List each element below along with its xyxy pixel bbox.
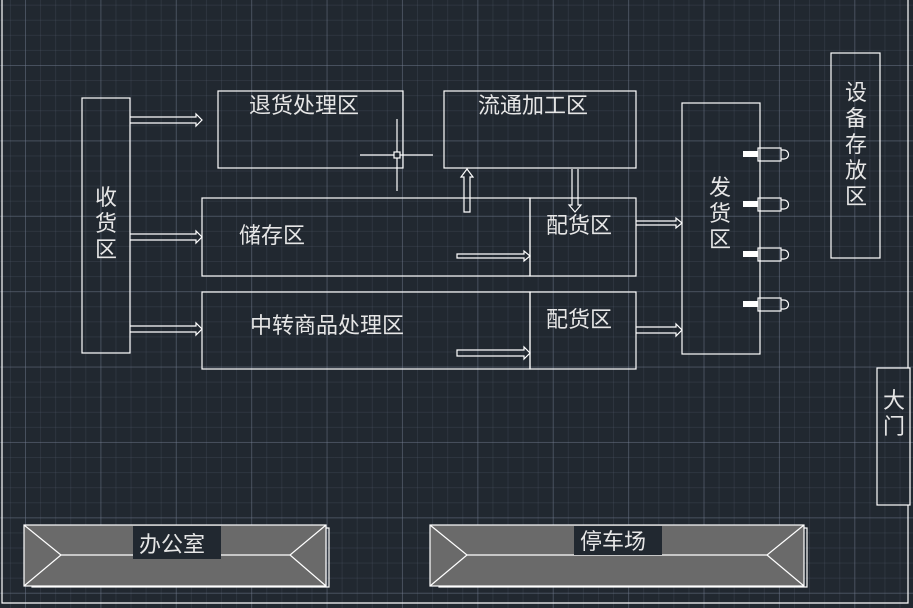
facility-office-label: 办公室 <box>139 533 205 558</box>
zone-receiving-label: 收货区 <box>95 186 117 263</box>
loading-dock-icon <box>743 297 790 312</box>
arrow-distribution1-to-shipping <box>636 216 683 230</box>
zone-returns[interactable]: 退货处理区 <box>217 90 404 169</box>
arrow-receiving-to-returns <box>130 112 203 128</box>
zone-storage-label: 储存区 <box>239 224 305 249</box>
loading-dock-icon <box>743 247 790 262</box>
arrow-distribution2-to-shipping <box>636 322 683 338</box>
loading-docks <box>743 147 790 312</box>
arrow-storage-to-processing <box>459 168 475 213</box>
facility-parking-label: 停车场 <box>580 530 646 555</box>
zone-transfer[interactable]: 中转商品处理区 <box>201 291 531 370</box>
zone-transfer-label: 中转商品处理区 <box>250 314 404 339</box>
zone-distribution-1[interactable]: 配货区 <box>529 197 637 277</box>
facility-parking[interactable]: 停车场 <box>429 524 808 588</box>
zone-storage[interactable]: 储存区 <box>201 197 531 277</box>
zone-equipment-label: 设备存放区 <box>845 81 867 210</box>
arrow-receiving-to-storage <box>130 229 203 245</box>
flow-arrows <box>130 112 683 361</box>
facility-office[interactable]: 办公室 <box>23 524 330 588</box>
zone-returns-label: 退货处理区 <box>249 94 359 119</box>
zone-processing-label: 流通加工区 <box>478 94 588 119</box>
zone-shipping-label: 发货区 <box>709 176 731 253</box>
arrow-receiving-to-transfer <box>130 321 203 337</box>
zone-distribution-2[interactable]: 配货区 <box>529 291 637 370</box>
zone-processing[interactable]: 流通加工区 <box>443 90 637 169</box>
loading-dock-icon <box>743 197 790 212</box>
zone-distribution-2-label: 配货区 <box>546 308 612 333</box>
zone-equipment[interactable]: 设备存放区 <box>830 52 881 259</box>
zone-receiving[interactable]: 收货区 <box>81 97 131 354</box>
zone-distribution-1-label: 配货区 <box>546 214 612 239</box>
crosshair-cursor-icon <box>360 119 433 191</box>
arrow-storage-to-distribution <box>456 249 531 263</box>
arrow-processing-to-distribution <box>567 169 583 213</box>
gate-label: 大门 <box>883 389 905 440</box>
loading-dock-icon <box>743 147 790 162</box>
arrow-transfer-to-distribution <box>456 345 531 361</box>
gate[interactable]: 大门 <box>876 367 911 506</box>
zone-shipping[interactable]: 发货区 <box>681 102 761 355</box>
